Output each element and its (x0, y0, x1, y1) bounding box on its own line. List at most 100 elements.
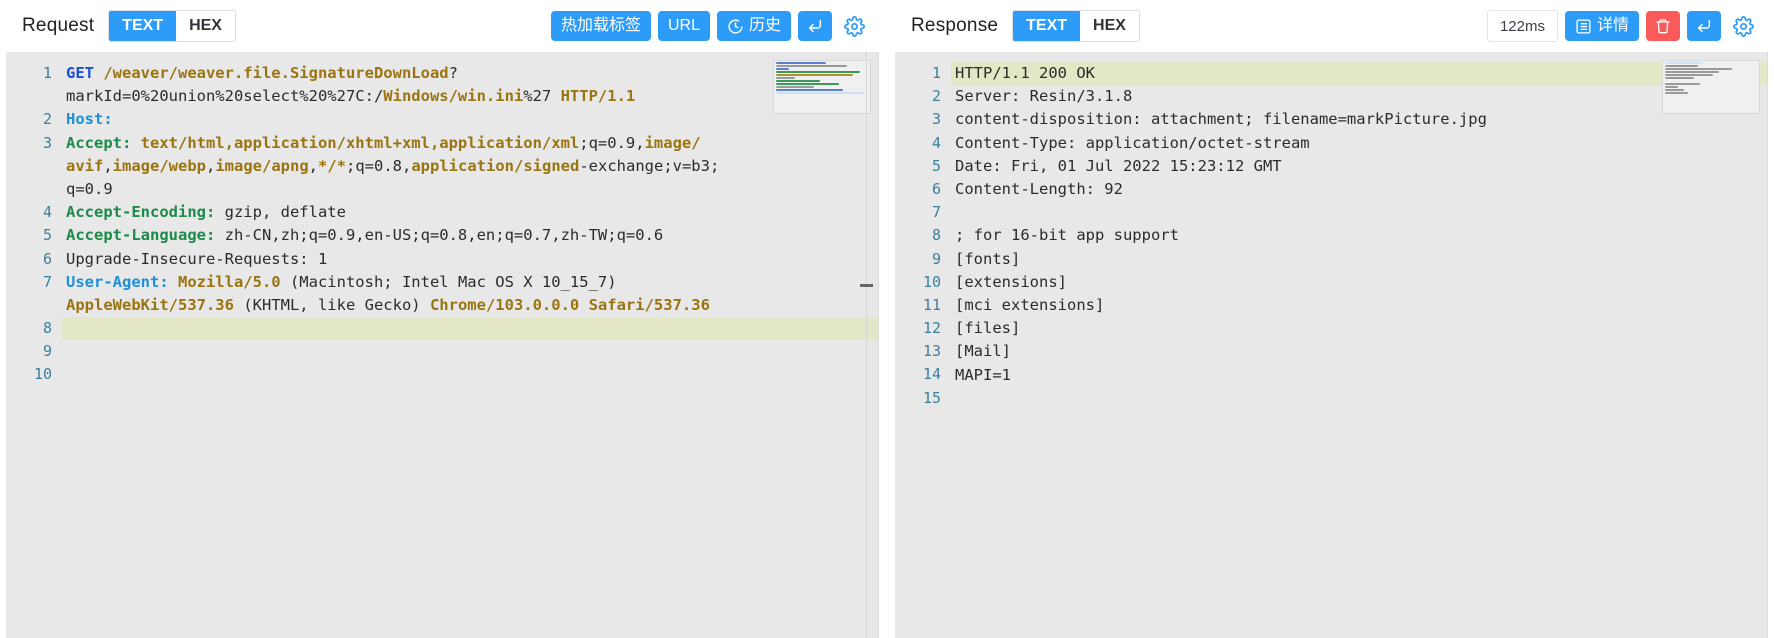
code-line: Accept-Language: zh-CN,zh;q=0.9,en-US;q=… (62, 224, 879, 247)
code-token: Windows/win.ini (383, 87, 524, 106)
code-token: HTTP/1.1 (560, 87, 636, 106)
detail-list-icon (1575, 18, 1592, 35)
code-line: [fonts] (955, 249, 1021, 268)
line-number-blank (6, 178, 52, 201)
code-token: Accept: (66, 133, 141, 152)
request-settings-button[interactable] (841, 13, 867, 39)
request-code[interactable]: GET /weaver/weaver.file.SignatureDownLoa… (62, 52, 879, 638)
request-view-toggle[interactable]: TEXT HEX (108, 10, 236, 42)
line-number: 10 (33, 365, 52, 384)
code-token: q=0.9 (66, 180, 113, 199)
minimap-line (1665, 92, 1689, 94)
minimap-line (776, 80, 821, 82)
code-line (951, 201, 1768, 224)
request-send-button[interactable] (798, 11, 832, 41)
delete-button[interactable] (1646, 11, 1680, 41)
code-line: GET /weaver/weaver.file.SignatureDownLoa… (62, 62, 879, 108)
code-token: Accept-Encoding: (66, 203, 225, 222)
request-tab-hex[interactable]: HEX (176, 11, 235, 41)
code-line: [mci extensions] (955, 296, 1105, 315)
request-minimap[interactable] (773, 60, 871, 114)
line-number: 2 (42, 110, 52, 129)
code-line (62, 317, 879, 341)
minimap-line (776, 65, 848, 67)
minimap-line (1665, 83, 1700, 85)
hot-reload-tag-label: 热加载标签 (560, 17, 641, 34)
response-timing-badge: 122ms (1486, 10, 1558, 42)
minimap-line (776, 62, 826, 64)
code-token: Host: (66, 110, 113, 129)
code-token: zh-CN,zh;q=0.9,en-US;q=0.8,en;q=0.7,zh-T… (224, 226, 664, 245)
code-line: Upgrade-Insecure-Requests: 1 (62, 248, 879, 271)
code-token: */* (318, 156, 347, 175)
code-line: [extensions] (955, 272, 1067, 291)
response-tab-hex[interactable]: HEX (1080, 11, 1139, 41)
minimap-line (1665, 71, 1719, 73)
minimap-line (776, 68, 790, 70)
clock-icon (727, 18, 744, 35)
gear-icon (843, 15, 865, 37)
minimap-line (1665, 77, 1694, 79)
line-number: 5 (42, 226, 52, 245)
response-minimap[interactable] (1662, 60, 1760, 114)
response-tab-text[interactable]: TEXT (1013, 11, 1081, 41)
response-send-button[interactable] (1687, 11, 1721, 41)
line-number: 7 (931, 203, 941, 222)
line-number: 13 (922, 342, 941, 361)
response-settings-button[interactable] (1730, 13, 1756, 39)
url-label: URL (667, 17, 700, 34)
line-number: 10 (922, 272, 941, 291)
code-line: [Mail] (955, 342, 1011, 361)
request-panel-edge (878, 52, 879, 638)
minimap-line (776, 92, 865, 94)
code-line (62, 364, 879, 387)
split-grip[interactable] (860, 284, 873, 287)
code-line: Date: Fri, 01 Jul 2022 15:23:12 GMT (955, 156, 1282, 175)
code-token: application/signed (411, 156, 580, 175)
minimap-line (776, 71, 861, 73)
code-line: [files] (955, 319, 1021, 338)
response-toolbar-actions: 122ms 详情 (1486, 10, 1756, 42)
line-number: 5 (931, 156, 941, 175)
history-button[interactable]: 历史 (716, 11, 791, 41)
line-number: 1 (42, 64, 52, 82)
trash-icon (1655, 18, 1671, 34)
line-number: 7 (42, 272, 52, 291)
request-toolbar-actions: 热加载标签 URL 历史 (550, 11, 867, 41)
code-token: text/html,application/xhtml+xml,applicat… (140, 133, 580, 152)
code-line: HTTP/1.1 200 OK (951, 62, 1768, 86)
history-label: 历史 (748, 17, 781, 34)
line-number: 1 (931, 64, 941, 82)
minimap-line (776, 89, 844, 91)
request-panel: Request TEXT HEX 热加载标签 URL (6, 0, 879, 638)
code-token: image/apng (215, 156, 309, 175)
detail-button[interactable]: 详情 (1564, 11, 1639, 41)
code-line: Content-Length: 92 (955, 180, 1123, 199)
code-token: image/webp (112, 156, 206, 175)
code-token: GET (66, 64, 104, 82)
hot-reload-tag-button[interactable]: 热加载标签 (550, 11, 651, 41)
code-token: , (103, 156, 113, 175)
line-number: 12 (922, 319, 941, 338)
minimap-line (1665, 74, 1713, 76)
response-view-toggle[interactable]: TEXT HEX (1012, 10, 1140, 42)
code-line: User-Agent: Mozilla/5.0 (Macintosh; Inte… (62, 271, 879, 317)
request-toolbar: Request TEXT HEX 热加载标签 URL (6, 0, 879, 52)
url-button[interactable]: URL (657, 11, 710, 41)
line-number: 2 (931, 87, 941, 106)
code-line: MAPI=1 (955, 365, 1011, 384)
code-token: ;q=0.9, (579, 133, 645, 152)
code-token: Upgrade-Insecure-Requests: 1 (66, 249, 328, 268)
minimap-line (1665, 89, 1685, 91)
line-number: 9 (931, 249, 941, 268)
request-tab-text[interactable]: TEXT (109, 11, 177, 41)
request-split-handle[interactable] (860, 52, 873, 638)
